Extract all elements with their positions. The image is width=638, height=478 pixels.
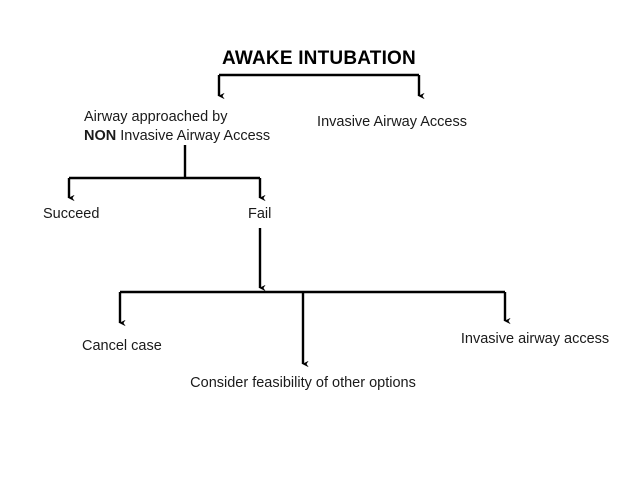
non-invasive-line-2-rest: Invasive Airway Access [116, 128, 271, 145]
node-awake-intubation: AWAKE INTUBATION [222, 48, 416, 69]
non-invasive-bold-word: NON [84, 128, 117, 145]
node-succeed: Succeed [43, 206, 100, 222]
node-invasive-airway-access-bottom: Invasive airway access [460, 331, 610, 347]
node-non-invasive-airway-access: Airway approached by NON Invasive Airway… [84, 108, 270, 146]
node-invasive-airway-access-top: Invasive Airway Access [317, 114, 467, 130]
non-invasive-line-1: Airway approached by [84, 109, 228, 125]
node-fail: Fail [248, 206, 272, 222]
node-consider-feasibility: Consider feasibility of other options [190, 375, 416, 391]
node-cancel-case: Cancel case [82, 338, 162, 354]
